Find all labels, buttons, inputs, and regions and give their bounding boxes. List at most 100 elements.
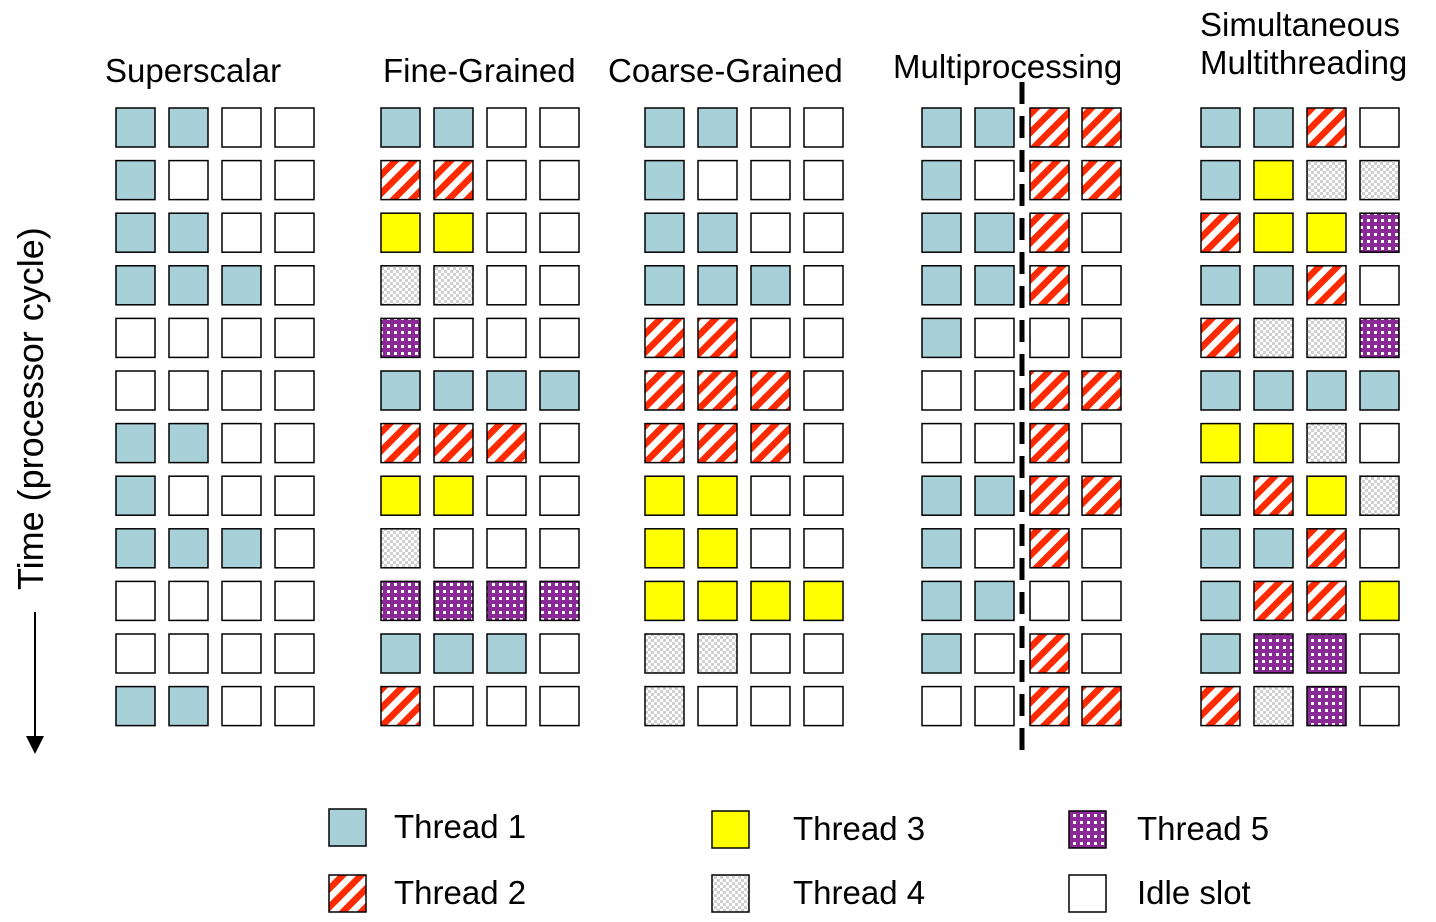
slot-thread1 [644,212,685,253]
slot-thread1 [380,107,421,148]
slot-idle [274,580,315,622]
slot-thread1 [974,475,1015,516]
legend-thread5-label: Thread 5 [1137,810,1270,847]
slot-idle [921,370,962,411]
slot-idle [433,685,474,727]
slot-thread1 [1253,107,1294,148]
slot-thread5 [1306,685,1347,727]
slot-idle [1081,422,1122,464]
slot-thread1 [221,265,262,306]
slot-thread1 [697,265,738,306]
slot-idle [1081,212,1122,253]
slot-thread2 [1029,685,1070,727]
slot-thread3 [433,212,474,253]
slot-idle [750,159,791,201]
slot-idle [803,212,844,253]
slot-thread5 [380,317,421,359]
slot-thread1 [168,685,209,727]
slot-idle [803,475,844,516]
slot-idle [750,317,791,359]
slot-thread1 [168,212,209,253]
legend-swatch-thread1 [328,808,367,847]
slot-thread1 [433,107,474,148]
slot-thread1 [168,265,209,306]
slot-thread1 [921,633,962,674]
title-multiprocessing: Multiprocessing [893,48,1123,85]
slot-thread1 [115,159,156,201]
slot-idle [274,685,315,727]
slot-thread1 [1253,265,1294,306]
slot-thread2 [1029,370,1070,411]
slot-idle [1359,107,1400,148]
slot-thread2 [1200,212,1241,253]
slot-thread1 [921,107,962,148]
slot-thread1 [221,528,262,569]
legend-swatch-thread5 [1068,810,1107,849]
legend-swatch-thread4 [711,874,750,913]
slot-thread5 [1359,317,1400,359]
slot-thread2 [433,422,474,464]
slot-idle [1081,633,1122,674]
slot-idle [803,159,844,201]
slot-thread1 [644,159,685,201]
slot-thread2 [1306,528,1347,569]
slot-thread2 [750,422,791,464]
legend-thread2-label: Thread 2 [394,874,527,911]
slot-idle [274,528,315,569]
slot-thread2 [1306,580,1347,622]
slot-thread1 [1200,580,1241,622]
slot-idle [697,685,738,727]
slot-thread1 [921,580,962,622]
legend-swatches [328,808,1107,913]
slot-thread2 [697,370,738,411]
panel-coarse-grained [644,107,844,727]
slot-idle [274,475,315,516]
slot-thread1 [433,633,474,674]
slot-thread2 [1029,107,1070,148]
slot-thread2 [1029,633,1070,674]
slot-thread4 [697,633,738,674]
slot-thread3 [697,475,738,516]
slot-thread4 [644,685,685,727]
slot-thread1 [539,370,580,411]
slot-thread3 [697,580,738,622]
slot-idle [274,107,315,148]
slot-thread2 [1306,107,1347,148]
slot-idle [1081,528,1122,569]
slot-thread1 [750,265,791,306]
slot-idle [803,685,844,727]
slot-thread5 [486,580,527,622]
slot-thread1 [921,528,962,569]
slot-idle [1359,265,1400,306]
legend-thread4-label: Thread 4 [793,874,926,911]
legend-swatch-thread2 [328,874,367,913]
slot-thread4 [433,265,474,306]
slot-idle [486,107,527,148]
slot-idle [974,422,1015,464]
slot-idle [803,633,844,674]
slot-thread2 [1081,370,1122,411]
slot-idle [486,685,527,727]
slot-idle [1081,265,1122,306]
slot-idle [1359,528,1400,569]
slot-thread1 [115,107,156,148]
slot-idle [221,317,262,359]
slot-thread3 [803,580,844,622]
slot-thread4 [380,265,421,306]
slot-idle [750,633,791,674]
legend-thread3-label: Thread 3 [793,810,926,847]
slot-idle [750,528,791,569]
slot-thread2 [697,317,738,359]
slot-idle [539,685,580,727]
slot-thread1 [1200,633,1241,674]
slot-idle [221,685,262,727]
slot-idle [486,317,527,359]
slot-idle [433,317,474,359]
slot-thread3 [1253,422,1294,464]
slot-idle [221,422,262,464]
slot-idle [221,212,262,253]
slot-thread4 [1359,159,1400,201]
slot-idle [803,370,844,411]
slot-thread1 [697,107,738,148]
